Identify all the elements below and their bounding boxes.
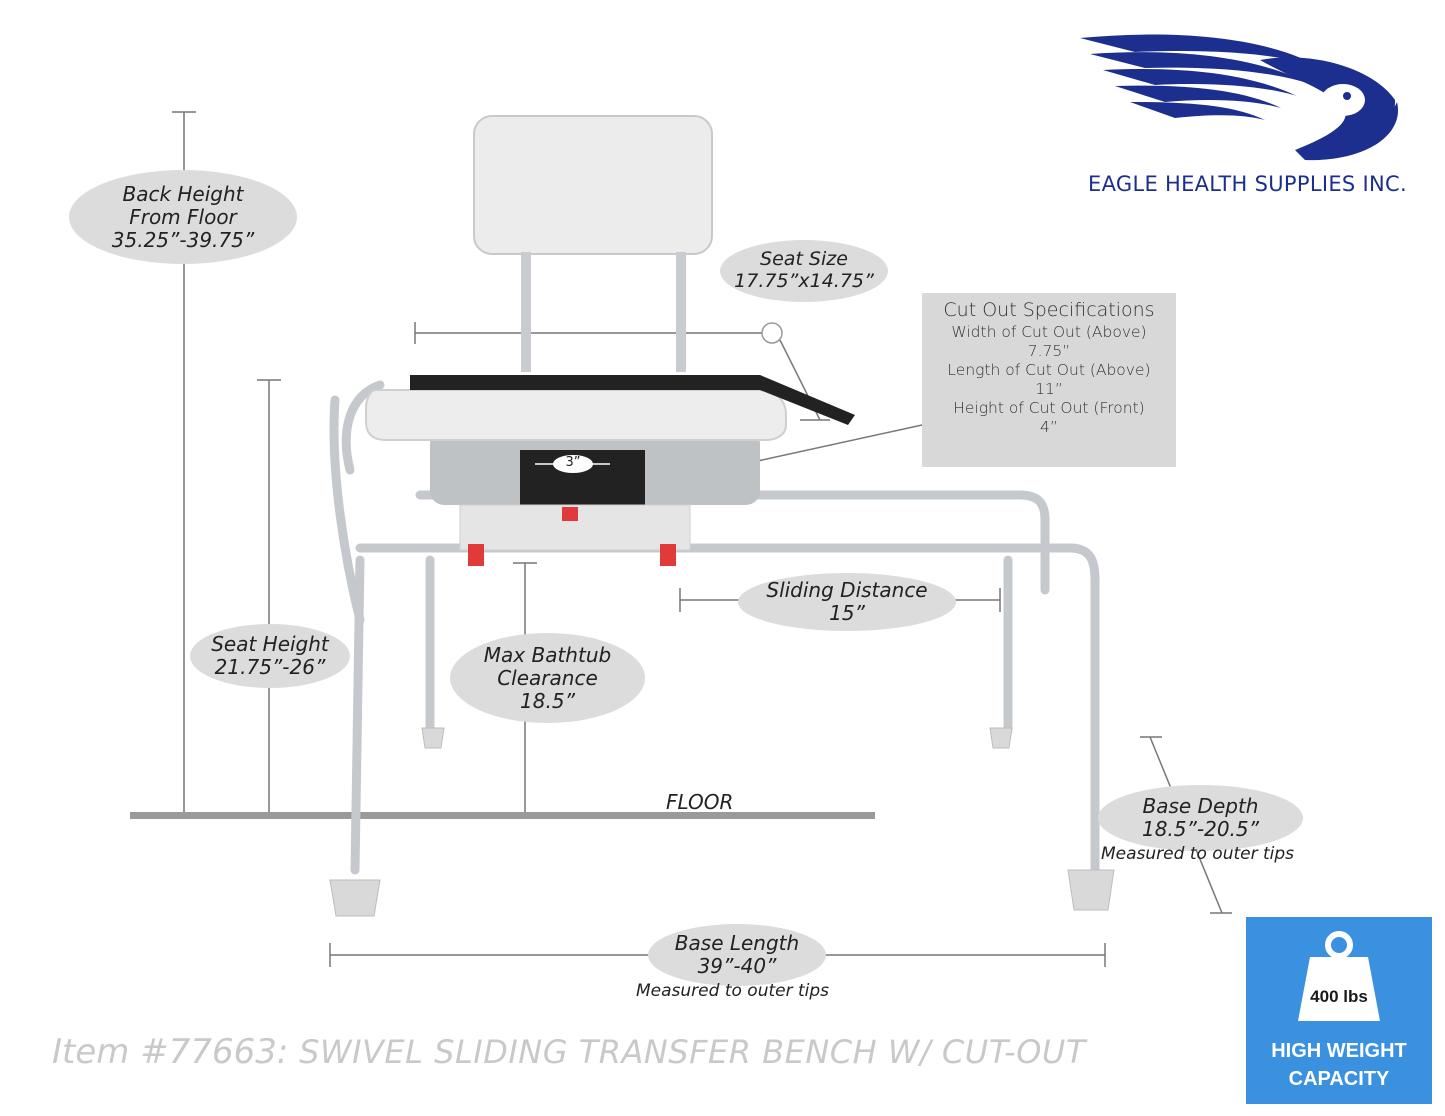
seat-size-value: 17.75”x14.75” <box>734 270 874 292</box>
base-depth-label: Base Depth <box>1142 794 1259 818</box>
base-length-label: Base Length <box>674 931 800 955</box>
back-height-value: 35.25”-39.75” <box>111 227 255 252</box>
cutout-spec-line: Height of Cut Out (Front) <box>953 399 1145 417</box>
seat-height-callout: Seat Height 21.75”-26” <box>190 624 350 688</box>
seat-size-label: Seat Size <box>760 248 848 271</box>
cutout-spec-line: 4” <box>1040 418 1058 436</box>
cutout-spec-line: Length of Cut Out (Above) <box>947 361 1151 379</box>
base-length-note: Measured to outer tips <box>636 981 830 1001</box>
bathtub-clearance-value: 18.5” <box>520 688 575 713</box>
company-name: EAGLE HEALTH SUPPLIES INC. <box>1088 172 1407 196</box>
weight-capacity-line-1: HIGH WEIGHT <box>1271 1040 1407 1062</box>
cutout-specifications-box: Cut Out Specifications Width of Cut Out … <box>922 293 1176 467</box>
weight-capacity-line-2: CAPACITY <box>1288 1068 1390 1090</box>
cutout-spec-line: Width of Cut Out (Above) <box>951 323 1147 341</box>
cutout-gap-label: 3” <box>565 455 581 470</box>
bathtub-clearance-label-2: Clearance <box>497 665 598 690</box>
eagle-logo <box>1080 34 1399 161</box>
back-height-label-2: From Floor <box>129 204 237 229</box>
cutout-specifications-title: Cut Out Specifications <box>943 299 1155 321</box>
seat-size-callout: Seat Size 17.75”x14.75” <box>720 240 888 302</box>
weight-capacity-badge: 400 lbs HIGH WEIGHT CAPACITY <box>1246 917 1432 1104</box>
base-depth-value: 18.5”-20.5” <box>1141 817 1259 841</box>
bathtub-clearance-label-1: Max Bathtub <box>483 642 612 667</box>
sliding-distance-label: Sliding Distance <box>766 578 928 602</box>
floor-label: FLOOR <box>666 790 734 814</box>
base-depth-callout: Base Depth 18.5”-20.5” <box>1098 785 1303 851</box>
sliding-distance-value: 15” <box>829 601 865 625</box>
weight-capacity-value: 400 lbs <box>1310 987 1368 1006</box>
base-depth-note: Measured to outer tips <box>1101 844 1295 864</box>
weight-capacity-label: HIGH WEIGHT CAPACITY <box>1246 1037 1432 1093</box>
seat-height-value: 21.75”-26” <box>214 655 326 679</box>
bathtub-clearance-callout: Max Bathtub Clearance 18.5” <box>450 633 645 723</box>
item-title: Item #77663: SWIVEL SLIDING TRANSFER BEN… <box>52 1032 1086 1072</box>
cutout-spec-line: 7.75” <box>1027 342 1071 360</box>
back-height-callout: Back Height From Floor 35.25”-39.75” <box>69 170 297 264</box>
weight-icon <box>1298 931 1380 1021</box>
cutout-spec-line: 11” <box>1035 380 1063 398</box>
item-description: SWIVEL SLIDING TRANSFER BENCH W/ CUT-OUT <box>299 1033 1086 1071</box>
item-number: Item #77663: <box>52 1032 289 1072</box>
base-length-callout: Base Length 39”-40” <box>648 924 826 986</box>
sliding-distance-callout: Sliding Distance 15” <box>738 573 956 631</box>
back-height-label-1: Back Height <box>122 181 244 206</box>
base-length-value: 39”-40” <box>697 954 777 978</box>
seat-height-label: Seat Height <box>211 632 329 656</box>
